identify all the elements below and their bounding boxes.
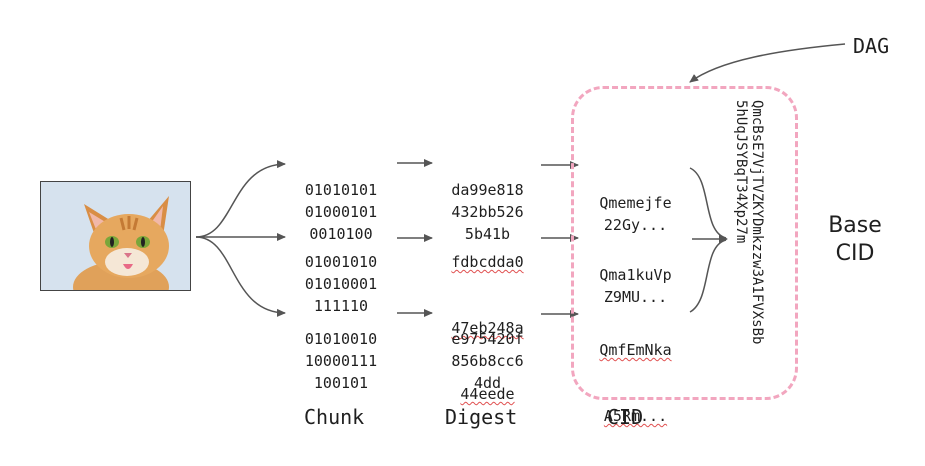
dag-label: DAG bbox=[853, 34, 890, 58]
cat-illustration bbox=[41, 182, 190, 290]
digest-column-label: Digest bbox=[445, 405, 518, 429]
cid-column-label: CID bbox=[607, 405, 644, 429]
arrow-cid-to-base-3 bbox=[689, 239, 727, 313]
chunk-column-label: Chunk bbox=[304, 405, 365, 429]
dag-boundary bbox=[571, 86, 798, 400]
cat-photo bbox=[40, 181, 191, 291]
arrow-cid-to-base-1 bbox=[689, 167, 727, 239]
digest-2: fdbcdda0 47eb248a 44eede bbox=[451, 253, 524, 403]
arrow-dag bbox=[689, 43, 846, 83]
base-cid-label: Base CID bbox=[828, 213, 882, 266]
arrow-image-to-chunk-1 bbox=[195, 160, 286, 238]
arrow-image-to-chunk-3 bbox=[195, 236, 286, 317]
cid-3: QmfEmNka A5Rm... bbox=[599, 341, 672, 425]
